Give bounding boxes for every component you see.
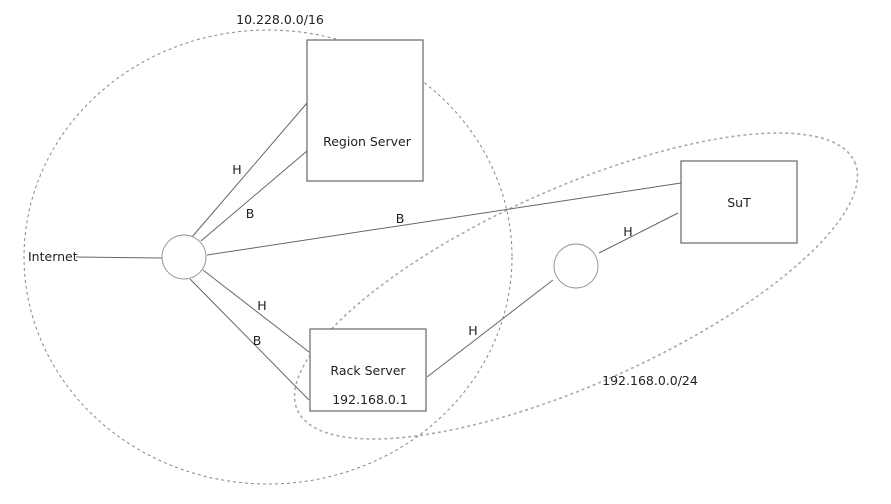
edge-rack-switch-h [426, 279, 554, 378]
zone-10-228 [23, 29, 513, 485]
edge-hub-rack-h [202, 269, 310, 353]
region-server-label: Region Server [323, 134, 412, 149]
edge-label-b: B [246, 206, 255, 221]
edge-label-h: H [468, 323, 477, 338]
edge-hub-region-b [200, 150, 308, 242]
edge-label-h: H [232, 162, 241, 177]
hub-node[interactable] [161, 234, 207, 280]
zone-inner-label: 192.168.0.0/24 [602, 373, 698, 388]
edge-switch-sut-h [598, 212, 679, 254]
edge-internet-hub [75, 256, 163, 259]
edge-label-h: H [623, 224, 632, 239]
switch-node[interactable] [553, 243, 599, 289]
edge-label-b: B [396, 211, 405, 226]
internet-label: Internet [28, 249, 78, 264]
zone-192-168 [293, 132, 859, 440]
sut-box[interactable] [680, 160, 798, 244]
edge-label-h: H [257, 298, 266, 313]
rack-server-label: Rack Server [330, 363, 406, 378]
rack-server-box[interactable] [309, 328, 427, 412]
zone-outer-label: 10.228.0.0/16 [236, 12, 324, 27]
region-server-box[interactable] [306, 39, 424, 182]
edge-label-b: B [253, 333, 262, 348]
sut-label: SuT [727, 195, 751, 210]
edge-hub-region-h [191, 102, 308, 238]
rack-server-ip: 192.168.0.1 [332, 392, 408, 407]
edge-hub-sut-b [206, 182, 682, 256]
edge-hub-rack-b [189, 278, 310, 401]
